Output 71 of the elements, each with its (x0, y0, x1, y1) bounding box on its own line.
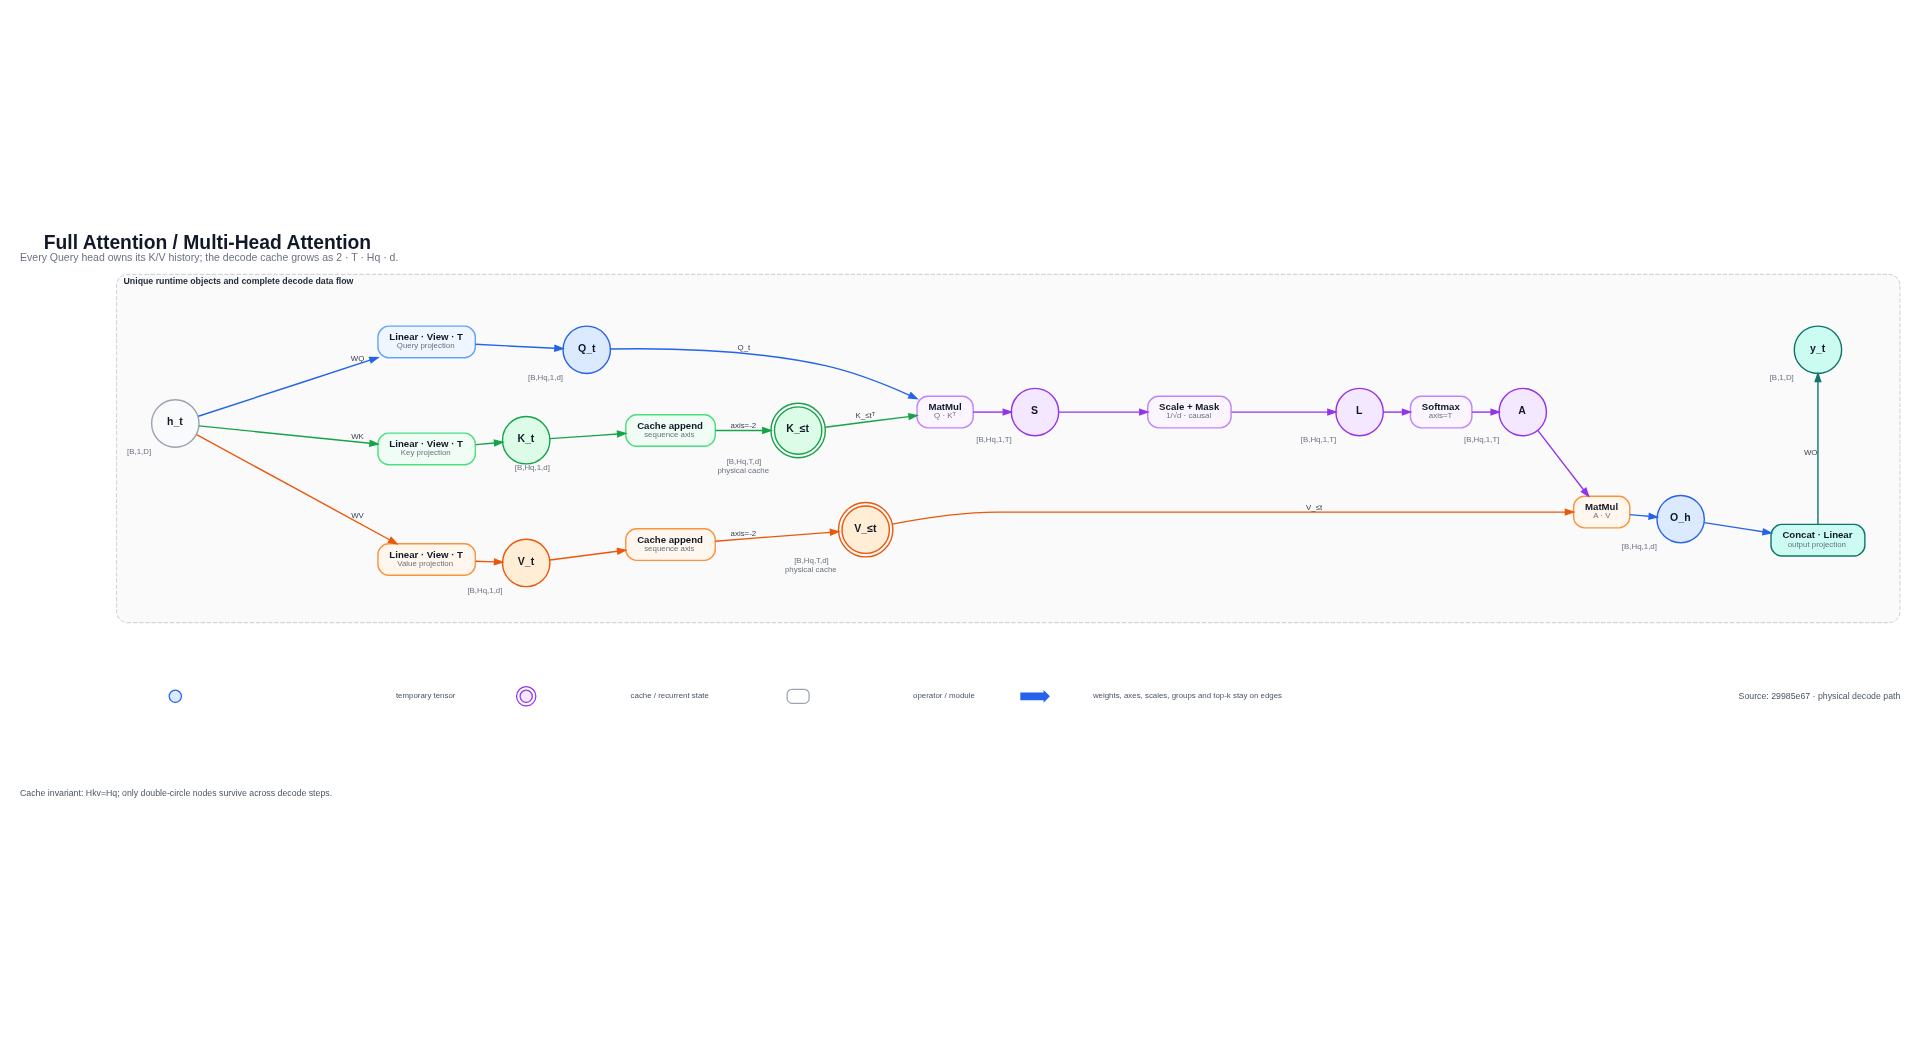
arrow (1629, 512, 1660, 520)
node-box: Cache append sequence axis (625, 414, 716, 447)
arrow (1537, 429, 1590, 498)
arrow (197, 356, 380, 417)
edge-label: axis=-2 (730, 528, 757, 538)
node-label: [B,Hq,1,d] (527, 372, 563, 382)
node-circle: O_h (1656, 494, 1706, 544)
diagram-title: Full Attention / Multi-Head Attention (43, 231, 372, 253)
arrow (972, 408, 1014, 416)
node-label: [B,Hq,1,d] (514, 463, 550, 473)
node-circle: Q_t (562, 325, 612, 375)
node-label: [B,Hq,1,T] (1300, 435, 1337, 445)
node-box: Softmax axis=T (1409, 395, 1473, 429)
arrow (1382, 408, 1413, 416)
node-box: Linear · View · T Value projection (377, 543, 476, 576)
arrow (891, 508, 1576, 525)
node-box: MatMul Q · Kᵀ (916, 395, 974, 429)
node-box: Cache append sequence axis (625, 528, 716, 562)
label: Cache invariant: Hkv=Hq; only double-circle nodes survive across decode steps. (20, 787, 333, 798)
label: Source: 29985e67 · physical decode path (1738, 690, 1901, 701)
edge-label: K_≤tᵀ (855, 410, 876, 420)
arrow (1471, 408, 1502, 416)
node-label: [B,Hq,1,d] (467, 585, 503, 595)
arrow (195, 433, 399, 545)
legend-label: operator / module (913, 691, 975, 701)
edge-label: V_≤t (1306, 502, 1323, 512)
arrow (1703, 521, 1774, 536)
node-label: [B,Hq,1,T] (976, 435, 1012, 445)
node-box: Linear · View · T Query projection (377, 325, 476, 359)
node-label: physical cache (717, 465, 770, 475)
node-label: [B,1,D] (127, 446, 152, 456)
node-box: Concat · Linear output projection (1770, 523, 1866, 557)
edge-label: WK (351, 432, 364, 442)
legend-label: weights, axes, scales, groups and top-k stay on edges (1092, 691, 1283, 701)
arrow (549, 430, 628, 440)
node-circle: V_t (501, 538, 551, 588)
edge-label: WO (1803, 448, 1818, 458)
arrow (714, 528, 841, 542)
edge-label: WQ (350, 354, 365, 364)
caption: Every Query head owns its K/V history; the decode cache grows as 2 · T · Hq · d. (20, 250, 399, 263)
edge-label: WV (351, 510, 364, 520)
arrow (1058, 408, 1150, 416)
arrow (824, 412, 919, 428)
node-circle: y_t (1793, 325, 1843, 375)
node-label: physical cache (784, 564, 837, 574)
arrow (714, 426, 773, 435)
node-circle: S (1010, 387, 1060, 437)
node-box: MatMul A · V (1572, 495, 1631, 529)
node-box: Linear · View · T Key projection (377, 432, 476, 466)
arrow (474, 343, 565, 352)
node-label: [B,Hq,T,d] (794, 556, 829, 566)
node-label: [B,1,D] (1769, 372, 1794, 382)
legend-label: temporary tensor (395, 691, 456, 701)
node-label: [B,Hq,T,d] (726, 457, 762, 467)
node-circle: L (1335, 387, 1384, 437)
arrow (609, 348, 919, 400)
edge-label: axis=-2 (730, 421, 757, 431)
node-circle: A (1498, 387, 1548, 437)
edge-label: Q_t (737, 342, 751, 352)
node-box: Scale + Mask 1/√d · causal (1147, 395, 1232, 429)
arrow (1230, 408, 1338, 416)
arrow (549, 547, 628, 561)
arrow (474, 558, 505, 566)
node-circle: h_t (150, 399, 200, 448)
legend-label: cache / recurrent state (630, 691, 709, 701)
arrow (1814, 371, 1822, 525)
arrow (474, 439, 505, 447)
node-circle: K_t (501, 415, 551, 465)
node-label: [B,Hq,1,T] (1463, 435, 1500, 445)
arrow (198, 425, 380, 447)
node-label: [B,Hq,1,d] (1621, 542, 1657, 552)
